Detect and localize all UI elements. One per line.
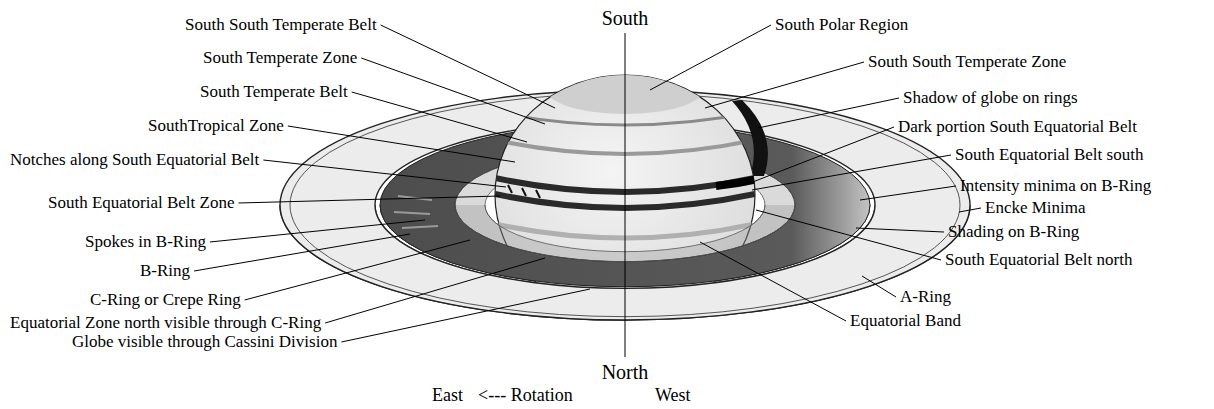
leader-line — [745, 127, 894, 185]
part-label: East — [432, 386, 463, 406]
belt-notches — [508, 185, 540, 198]
leader-line — [341, 289, 590, 342]
leader-line — [210, 220, 425, 242]
leader-line — [352, 92, 527, 142]
part-label: South Equatorial Belt south — [955, 146, 1143, 165]
part-label: South Temperate Belt — [200, 83, 348, 102]
leader-line — [862, 276, 896, 297]
leader-line — [325, 258, 545, 323]
part-label: C-Ring or Crepe Ring — [90, 291, 241, 310]
leader-line — [650, 25, 771, 90]
part-label: Shadow of globe on rings — [903, 89, 1078, 108]
part-label: B-Ring — [140, 262, 190, 281]
leader-line — [756, 210, 941, 260]
part-label: South South Temperate Belt — [185, 16, 377, 35]
part-label: <--- Rotation — [478, 386, 573, 406]
leader-line — [263, 160, 506, 187]
part-label: South Polar Region — [775, 16, 908, 35]
part-label: Equatorial Band — [850, 312, 961, 331]
part-label: West — [655, 386, 691, 406]
leader-line — [700, 242, 846, 321]
part-label: North — [602, 361, 649, 383]
globe-bands — [495, 62, 758, 238]
part-label: Globe visible through Cassini Division — [72, 333, 337, 352]
part-label: Dark portion South Equatorial Belt — [898, 118, 1137, 137]
leader-line — [705, 62, 864, 108]
leader-line — [758, 98, 899, 128]
part-label: South Equatorial Belt Zone — [48, 194, 235, 213]
leader-line — [752, 155, 951, 190]
leader-line — [245, 240, 470, 300]
leader-line — [239, 196, 501, 203]
part-label: South — [602, 7, 649, 29]
part-label: SouthTropical Zone — [148, 117, 284, 136]
part-label: A-Ring — [900, 288, 951, 307]
part-label: Notches along South Equatorial Belt — [10, 151, 259, 170]
part-label: Equatorial Zone north visible through C-… — [10, 314, 321, 333]
leader-line — [381, 25, 555, 108]
leader-line — [856, 228, 944, 232]
leader-line — [194, 234, 410, 271]
part-label: Encke Minima — [985, 199, 1086, 218]
part-label: South South Temperate Zone — [868, 53, 1066, 72]
part-label: Intensity minima on B-Ring — [960, 177, 1151, 196]
part-label: South Equatorial Belt north — [945, 251, 1132, 270]
part-label: Shading on B-Ring — [948, 223, 1079, 242]
part-label: South Temperate Zone — [203, 49, 357, 68]
rotation-axis — [625, 33, 626, 357]
part-label: Spokes in B-Ring — [85, 233, 206, 252]
leader-line — [288, 126, 515, 162]
leader-line — [959, 208, 981, 212]
leader-line — [860, 186, 956, 200]
leader-line — [361, 58, 545, 124]
